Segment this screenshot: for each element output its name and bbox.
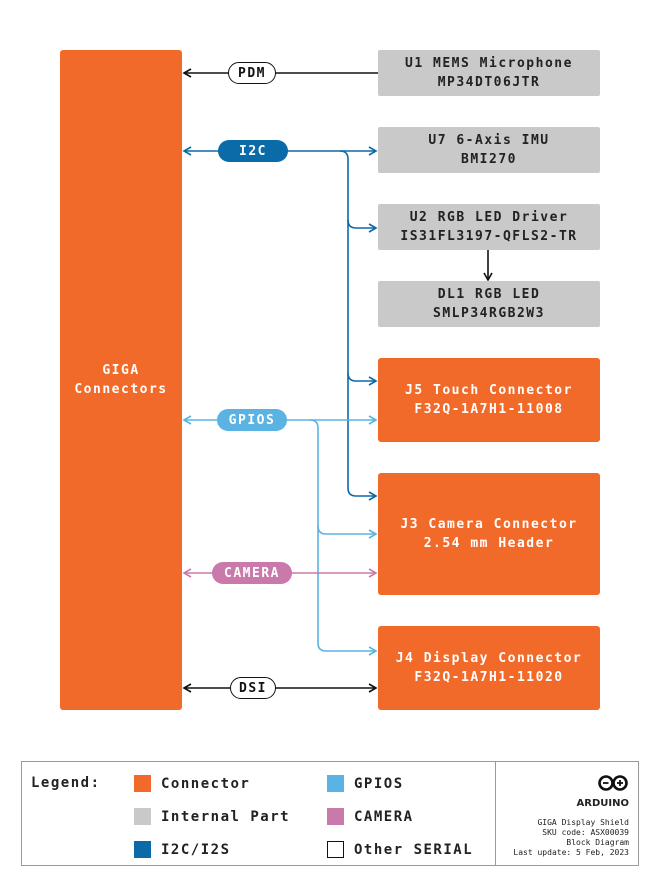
legend-swatch-internal-part bbox=[134, 808, 151, 825]
gpios-wire-camera bbox=[317, 525, 378, 539]
legend-item-camera: CAMERA bbox=[327, 808, 414, 825]
legend-swatch-gpios bbox=[327, 775, 344, 792]
microphone-name: U1 MEMS Microphone bbox=[405, 56, 573, 71]
giga-label-line2: Connectors bbox=[74, 382, 168, 397]
legend-item-internal-part: Internal Part bbox=[134, 808, 290, 825]
gpios-trunk bbox=[309, 419, 378, 656]
legend-title: Legend: bbox=[31, 775, 101, 791]
touch-connector-name: J5 Touch Connector bbox=[405, 383, 573, 398]
legend-item-connector: Connector bbox=[134, 775, 250, 792]
legend-label-i2c: I2C/I2S bbox=[161, 841, 231, 858]
brand-panel: ARDUINO GIGA Display Shield SKU code: AS… bbox=[496, 762, 638, 865]
rgb-led-part: SMLP34RGB2W3 bbox=[433, 306, 545, 321]
arduino-logo-icon bbox=[598, 775, 628, 791]
brand-name: ARDUINO bbox=[576, 798, 629, 809]
legend: Legend: Connector Internal Part I2C/I2S … bbox=[21, 761, 639, 866]
touch-connector-part: F32Q-1A7H1-11008 bbox=[414, 402, 564, 417]
led-driver-block: U2 RGB LED Driver IS31FL3197-QFLS2-TR bbox=[378, 204, 600, 250]
legend-swatch-other-serial bbox=[327, 841, 344, 858]
i2c-bus-label: I2C bbox=[218, 140, 288, 162]
legend-label-connector: Connector bbox=[161, 775, 251, 792]
document-type: Block Diagram bbox=[566, 838, 629, 847]
legend-swatch-connector bbox=[134, 775, 151, 792]
led-driver-part: IS31FL3197-QFLS2-TR bbox=[400, 229, 578, 244]
giga-connectors-block: GIGA Connectors bbox=[60, 50, 182, 710]
sku-code: SKU code: ASX00039 bbox=[542, 828, 629, 837]
legend-swatch-camera bbox=[327, 808, 344, 825]
gpios-bus-label: GPIOS bbox=[217, 409, 287, 431]
rgb-led-block: DL1 RGB LED SMLP34RGB2W3 bbox=[378, 281, 600, 327]
product-name: GIGA Display Shield bbox=[537, 818, 629, 827]
legend-item-gpios: GPIOS bbox=[327, 775, 404, 792]
led-driver-name: U2 RGB LED Driver bbox=[409, 210, 569, 225]
imu-block: U7 6-Axis IMU BMI270 bbox=[378, 127, 600, 173]
legend-swatch-i2c bbox=[134, 841, 151, 858]
legend-item-other-serial: Other SERIAL bbox=[327, 841, 473, 858]
display-connector-part: F32Q-1A7H1-11020 bbox=[414, 670, 564, 685]
rgb-led-name: DL1 RGB LED bbox=[437, 287, 541, 302]
microphone-block: U1 MEMS Microphone MP34DT06JTR bbox=[378, 50, 600, 96]
last-update: Last update: 5 Feb, 2023 bbox=[513, 848, 629, 857]
display-connector-name: J4 Display Connector bbox=[395, 651, 583, 666]
dsi-bus-label: DSI bbox=[230, 677, 276, 699]
pdm-bus-label: PDM bbox=[228, 62, 276, 84]
camera-connector-block: J3 Camera Connector 2.54 mm Header bbox=[378, 473, 600, 595]
legend-label-other-serial: Other SERIAL bbox=[354, 841, 474, 858]
giga-label-line1: GIGA bbox=[102, 363, 140, 378]
display-connector-block: J4 Display Connector F32Q-1A7H1-11020 bbox=[378, 626, 600, 710]
imu-part: BMI270 bbox=[461, 152, 517, 167]
camera-connector-name: J3 Camera Connector bbox=[400, 517, 578, 532]
touch-connector-block: J5 Touch Connector F32Q-1A7H1-11008 bbox=[378, 358, 600, 442]
microphone-part: MP34DT06JTR bbox=[437, 75, 541, 90]
legend-label-camera: CAMERA bbox=[354, 808, 414, 825]
i2c-trunk bbox=[339, 150, 378, 501]
legend-label-internal-part: Internal Part bbox=[161, 808, 291, 825]
camera-connector-part: 2.54 mm Header bbox=[423, 536, 555, 551]
camera-bus-label: CAMERA bbox=[212, 562, 292, 584]
i2c-wire-touch bbox=[347, 372, 378, 386]
i2c-wire-led-driver bbox=[347, 219, 378, 233]
legend-item-i2c: I2C/I2S bbox=[134, 841, 231, 858]
legend-divider bbox=[495, 762, 496, 865]
legend-label-gpios: GPIOS bbox=[354, 775, 404, 792]
imu-name: U7 6-Axis IMU bbox=[428, 133, 550, 148]
